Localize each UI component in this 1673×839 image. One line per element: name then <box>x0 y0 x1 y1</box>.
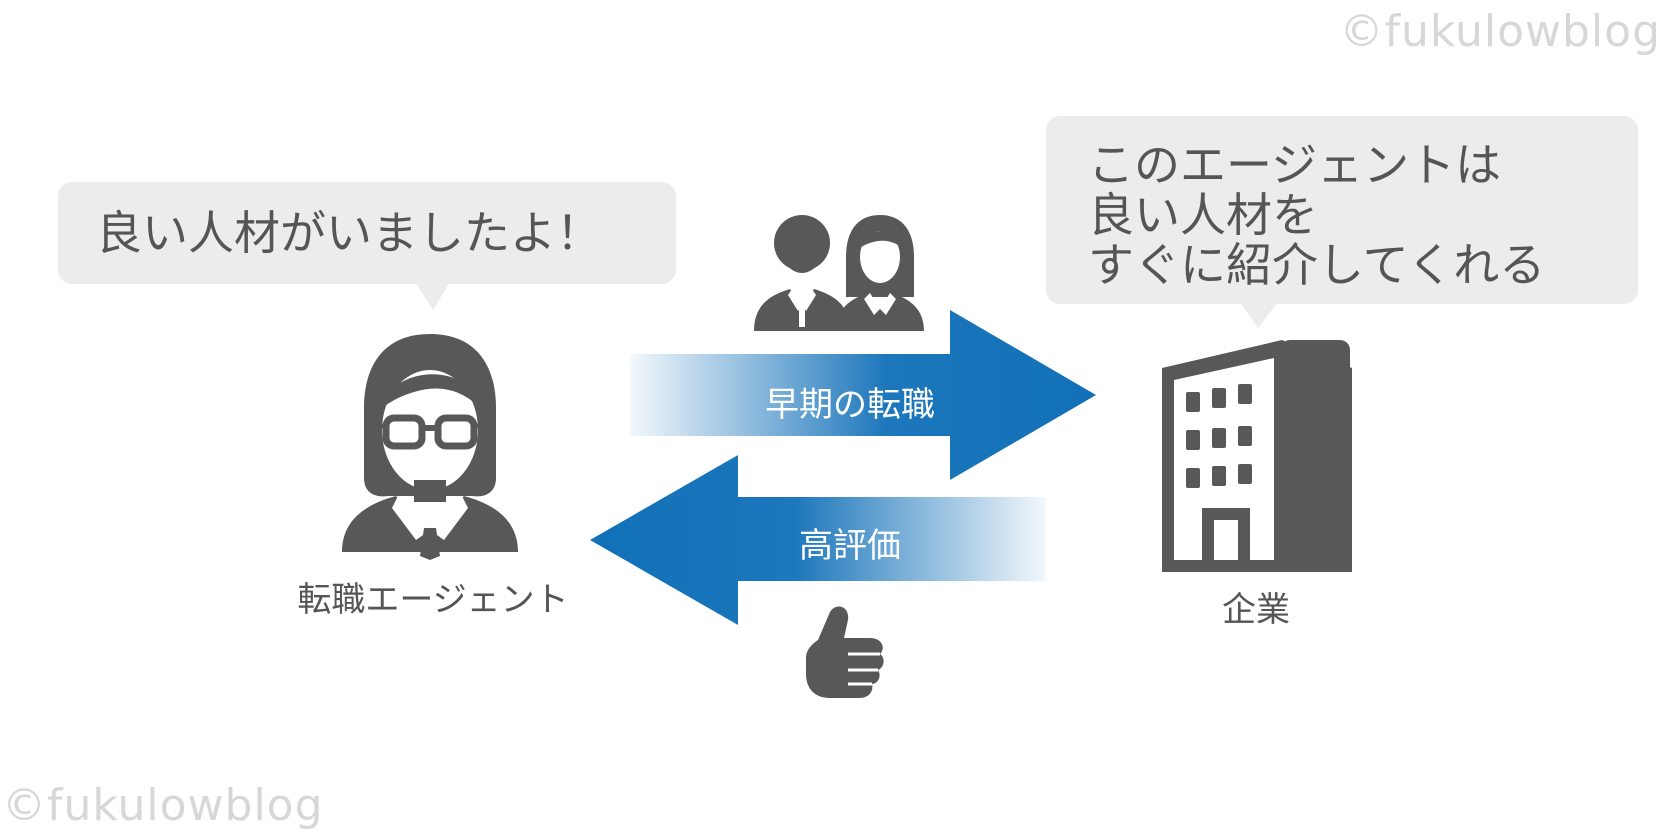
company-speech-line-3: すぐに紹介してくれる <box>1088 238 1546 292</box>
office-building-icon <box>1162 340 1352 572</box>
company-speech-line-2: 良い人材を <box>1088 188 1318 242</box>
company-speech-bubble: このエージェントは 良い人材を すぐに紹介してくれる <box>1046 116 1638 304</box>
watermark-bottom-left: ©fukulowblog <box>2 780 324 831</box>
company-speech-line-1: このエージェントは <box>1088 138 1502 192</box>
agent-label: 転職エージェント <box>297 580 569 620</box>
thumbs-up-icon <box>806 606 884 698</box>
arrow-to-company-label: 早期の転職 <box>765 385 935 425</box>
arrow-to-agent <box>590 455 1046 625</box>
watermark-top-right: ©fukulowblog <box>1339 6 1661 57</box>
agent-speech-text: 良い人材がいましたよ！ <box>96 206 602 260</box>
agent-speech-bubble: 良い人材がいましたよ！ <box>58 182 676 284</box>
job-seekers-icon <box>754 215 924 331</box>
company-label: 企業 <box>1222 590 1290 630</box>
arrow-to-agent-label: 高評価 <box>799 526 901 566</box>
arrow-to-company <box>630 310 1096 480</box>
agent-person-icon <box>342 334 518 560</box>
